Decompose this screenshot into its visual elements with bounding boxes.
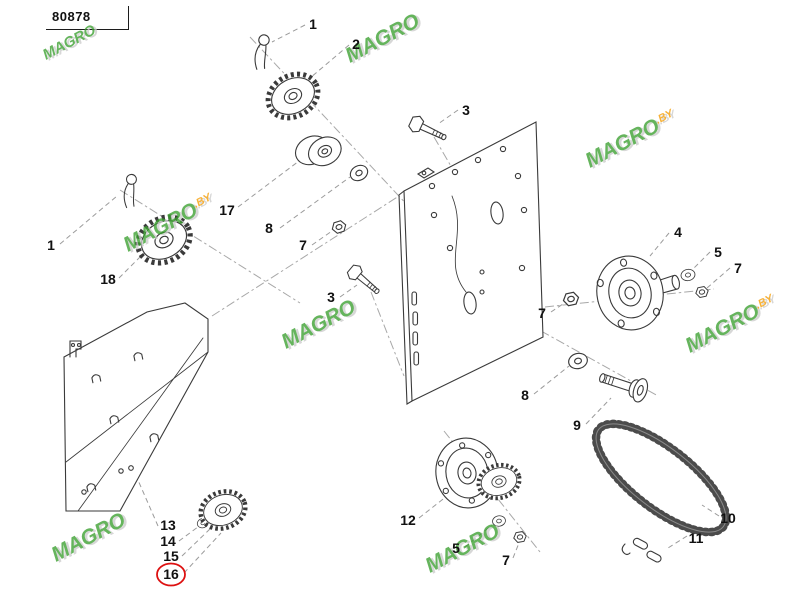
callout-10[interactable]: 10 — [720, 510, 736, 526]
watermark-text: MAGRO — [582, 114, 664, 172]
washer-right — [679, 267, 697, 283]
hub-assembly — [435, 437, 524, 509]
callout-3-middle[interactable]: 3 — [327, 289, 335, 305]
callout-9[interactable]: 9 — [573, 417, 581, 433]
callout-8-upper[interactable]: 8 — [265, 220, 273, 236]
watermark-text: MAGRO — [40, 21, 99, 63]
nut-upper — [330, 219, 348, 235]
nut-plate — [561, 290, 581, 308]
bearing-flange — [596, 255, 681, 331]
leader-lines — [59, 24, 731, 574]
idler-pulley — [294, 135, 342, 167]
washer-lower — [566, 350, 590, 372]
drive-chain — [591, 419, 731, 537]
bolt-upper — [406, 113, 450, 147]
spindle — [599, 373, 649, 403]
watermark-text: MAGRO — [422, 519, 504, 577]
watermark-suffix: .BY — [654, 107, 677, 127]
callout-15[interactable]: 15 — [163, 548, 179, 564]
callout-18[interactable]: 18 — [100, 271, 116, 287]
watermark-suffix: .BY — [754, 292, 777, 312]
part-number-label: 80878 — [46, 6, 129, 30]
callout-7-upper[interactable]: 7 — [299, 237, 307, 253]
small-pin — [128, 465, 134, 471]
callout-16[interactable]: 16 — [163, 566, 179, 582]
callout-2[interactable]: 2 — [352, 36, 360, 52]
highlight-circle-16 — [156, 562, 186, 587]
watermark: MAGRO — [422, 519, 504, 577]
callout-1-top[interactable]: 1 — [309, 16, 317, 32]
callout-17[interactable]: 17 — [219, 202, 235, 218]
callout-3-upper[interactable]: 3 — [462, 102, 470, 118]
bolt-middle — [344, 262, 385, 300]
watermark: MAGRO.BY — [682, 290, 782, 357]
callout-13[interactable]: 13 — [160, 517, 176, 533]
callout-12[interactable]: 12 — [400, 512, 416, 528]
watermark: MAGRO — [48, 508, 130, 566]
watermark: MAGRO — [40, 21, 99, 63]
sprocket-upper — [260, 66, 325, 127]
callout-8-lower[interactable]: 8 — [521, 387, 529, 403]
callout-7-right[interactable]: 7 — [734, 260, 742, 276]
callout-14[interactable]: 14 — [160, 533, 176, 549]
callout-1-left[interactable]: 1 — [47, 237, 55, 253]
callout-11[interactable]: 11 — [689, 530, 704, 546]
washer-upper — [347, 161, 371, 185]
chain-links — [621, 537, 662, 563]
callouts: 1 2 3 17 8 7 3 1 18 4 5 7 7 8 9 12 5 7 1… — [47, 16, 742, 587]
cotter-pin-top — [252, 33, 271, 72]
sprocket-stack-bottom — [195, 485, 250, 535]
callout-7-hub[interactable]: 7 — [502, 552, 510, 568]
watermark-text: MAGRO — [278, 295, 360, 353]
watermark: MAGRO.BY — [582, 105, 682, 172]
callout-7-plate[interactable]: 7 — [538, 305, 546, 321]
watermark-text: MAGRO — [682, 299, 764, 357]
watermark: MAGRO — [278, 295, 360, 353]
callout-4[interactable]: 4 — [674, 224, 682, 240]
callout-5-right[interactable]: 5 — [714, 244, 722, 260]
guard-plate — [63, 302, 209, 512]
watermark-text: MAGRO — [48, 508, 130, 566]
mounting-plate — [398, 121, 544, 405]
callout-5-hub[interactable]: 5 — [452, 540, 460, 556]
cotter-pin-left — [122, 173, 138, 209]
watermark-suffix: .BY — [192, 191, 215, 211]
